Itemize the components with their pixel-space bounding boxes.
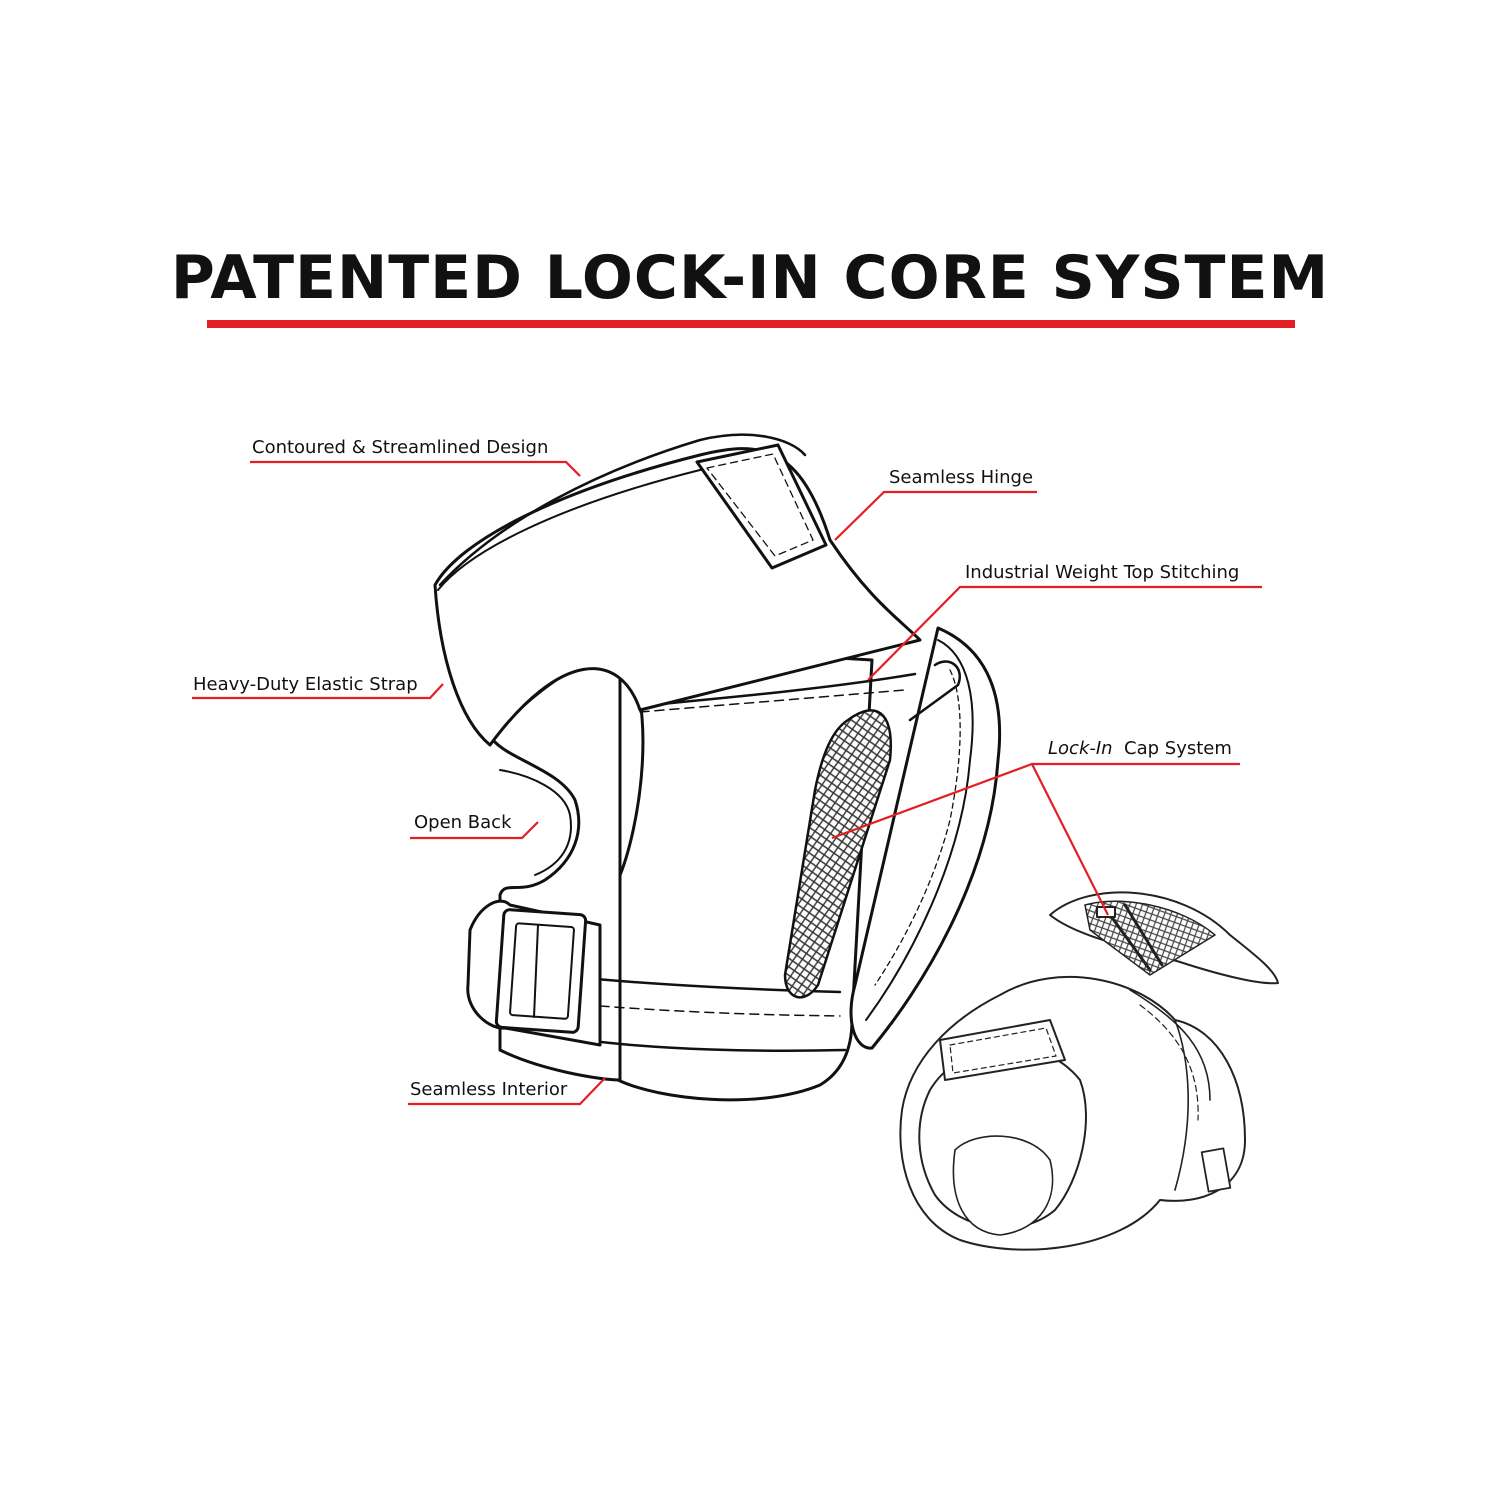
callout-top-stitching: Industrial Weight Top Stitching — [965, 562, 1240, 583]
small-pad-velcro-stitch — [949, 1027, 1057, 1074]
mesh-window — [783, 709, 893, 999]
callout-contoured-design: Contoured & Streamlined Design — [252, 437, 549, 458]
callout-elastic-strap: Heavy-Duty Elastic Strap — [193, 674, 418, 695]
open-back-inner — [499, 769, 572, 876]
knee-cap-stitch — [874, 669, 961, 986]
strap-top-edge — [438, 433, 807, 587]
bottom-band-stitch — [599, 1005, 841, 1017]
leader-contoured — [250, 460, 581, 477]
leader-open-back — [410, 821, 539, 840]
callout-lock-in-cap: Lock-In Cap System — [1048, 740, 1232, 758]
callout-open-back: Open Back — [414, 812, 512, 833]
leader-strap — [192, 683, 444, 700]
small-pad-buckle — [1200, 1147, 1232, 1193]
leader-lockin — [831, 762, 1240, 916]
buckle-divider — [533, 924, 539, 1018]
strap-velcro-stitch — [706, 453, 814, 557]
small-pad-side — [1129, 989, 1211, 1191]
callout-cap-system: Cap System — [1124, 738, 1232, 759]
callout-leaders — [192, 460, 1262, 1106]
top-stitch-line — [639, 689, 906, 713]
detached-cap-strap — [1106, 903, 1164, 972]
knee-cap-shell — [849, 626, 1002, 1050]
buckle-inner — [509, 922, 575, 1020]
callout-seamless-interior: Seamless Interior — [410, 1079, 568, 1100]
page-title: PATENTED LOCK-IN CORE SYSTEM — [170, 243, 1330, 313]
small-pad-velcro — [939, 1019, 1066, 1081]
main-knee-pad — [433, 433, 1002, 1102]
title-underline — [207, 320, 1295, 328]
small-pad-inner — [952, 1135, 1054, 1236]
callout-lock-in-italic: Lock-In — [1048, 738, 1113, 759]
knee-cap-hinge — [908, 660, 961, 722]
leader-hinge — [834, 490, 1037, 541]
secondary-knee-pad — [899, 891, 1279, 1251]
callout-seamless-hinge: Seamless Hinge — [889, 467, 1034, 488]
leader-stitching — [867, 585, 1262, 681]
detached-cap-pad — [1084, 900, 1216, 976]
leader-interior — [408, 1077, 606, 1106]
strap-velcro-patch — [695, 443, 828, 570]
knee-cap-rim — [865, 639, 974, 1021]
small-pad-side-stitch — [1139, 1004, 1199, 1121]
